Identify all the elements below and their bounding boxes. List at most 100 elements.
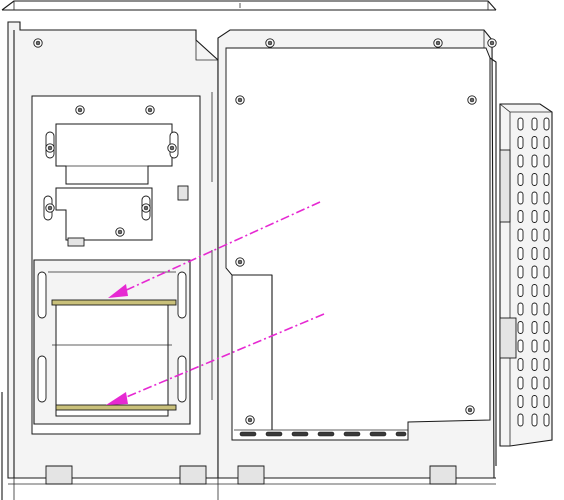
chassis-bottom [1,392,496,500]
screw-icon [33,38,43,48]
bottom-vent-row [239,431,407,437]
vent-slot [543,395,550,408]
vent-slot [531,228,538,242]
side-vent-slots [517,117,550,427]
vent-slot [543,265,550,279]
vent-slot [531,284,538,297]
vent-slot [543,247,550,260]
screw-icon [45,203,55,213]
vent-slot [531,154,538,168]
screw-icon [167,143,177,153]
right-panel [217,29,497,479]
screw-icon [115,227,125,237]
vent-slot [395,431,407,437]
arrow-head [106,392,128,405]
screw-icon [145,105,155,115]
foot-right [429,465,457,485]
vent-slot [543,302,550,316]
rail-bar-upper [51,299,177,306]
vent-slot [531,191,538,205]
vent-slot [531,136,538,149]
vent-slot [543,117,550,131]
foot-center [179,465,207,485]
screw-icon [265,38,275,48]
vent-slot [517,376,524,390]
vent-slot [543,154,550,168]
screw-icon [245,415,255,425]
vent-slot [543,284,550,297]
vent-slot [531,302,538,316]
screw-group [33,38,497,425]
arrow-lower [106,313,325,405]
vent-slot [543,210,550,223]
vent-slot [543,413,550,427]
vent-slot [531,339,538,353]
screw-icon [75,105,85,115]
vent-slot [517,210,524,223]
vent-slot [517,413,524,427]
vent-slot [517,136,524,149]
rail-slot [37,271,47,319]
screw-icon [141,203,151,213]
vent-slot [531,358,538,371]
vent-slot [543,376,550,390]
vent-slot [531,265,538,279]
vent-slot [543,228,550,242]
vent-slot [517,173,524,186]
screw-icon [465,405,475,415]
foot-mid [237,465,265,485]
vent-slot [543,191,550,205]
vent-slot [517,117,524,131]
vent-slot [531,117,538,131]
chassis-top-edge [1,0,497,11]
vent-slot [543,358,550,371]
vent-slot [291,431,309,437]
vent-slot [517,395,524,408]
arrow-head [108,284,128,298]
vent-slot [517,154,524,168]
vent-slot [531,210,538,223]
vent-slot [265,431,283,437]
screw-icon [487,38,497,48]
dashed-arrow-icon [121,201,321,293]
vent-slot [517,191,524,205]
rail-slot [177,271,187,319]
vent-slot [531,321,538,334]
dashed-arrow-icon [123,313,325,399]
screw-icon [235,95,245,105]
screw-icon [235,257,245,267]
vent-slot [239,431,257,437]
vent-slot [543,321,550,334]
vent-slot [517,302,524,316]
side-vent-bracket [499,103,553,447]
vent-slot [531,247,538,260]
vent-slot [543,339,550,353]
vent-slot [517,265,524,279]
vent-slot [517,339,524,353]
vent-slot [517,358,524,371]
foot-left [45,465,73,485]
vent-slot [317,431,335,437]
screw-icon [433,38,443,48]
vent-slot [531,173,538,186]
vent-slot [517,247,524,260]
vent-slot [531,413,538,427]
vent-slot [517,228,524,242]
screw-icon [45,143,55,153]
vent-slot [343,431,361,437]
vent-slot [543,136,550,149]
screw-icon [467,95,477,105]
arrow-upper [108,201,321,298]
vent-slot [543,173,550,186]
vent-slot [369,431,387,437]
rail-bar-lower [55,404,177,411]
vent-slot [517,284,524,297]
rail-slot [177,355,187,403]
rail-slot [37,355,47,403]
vent-slot [517,321,524,334]
drive-cage [33,259,191,425]
vent-slot [531,395,538,408]
vent-slot [531,376,538,390]
